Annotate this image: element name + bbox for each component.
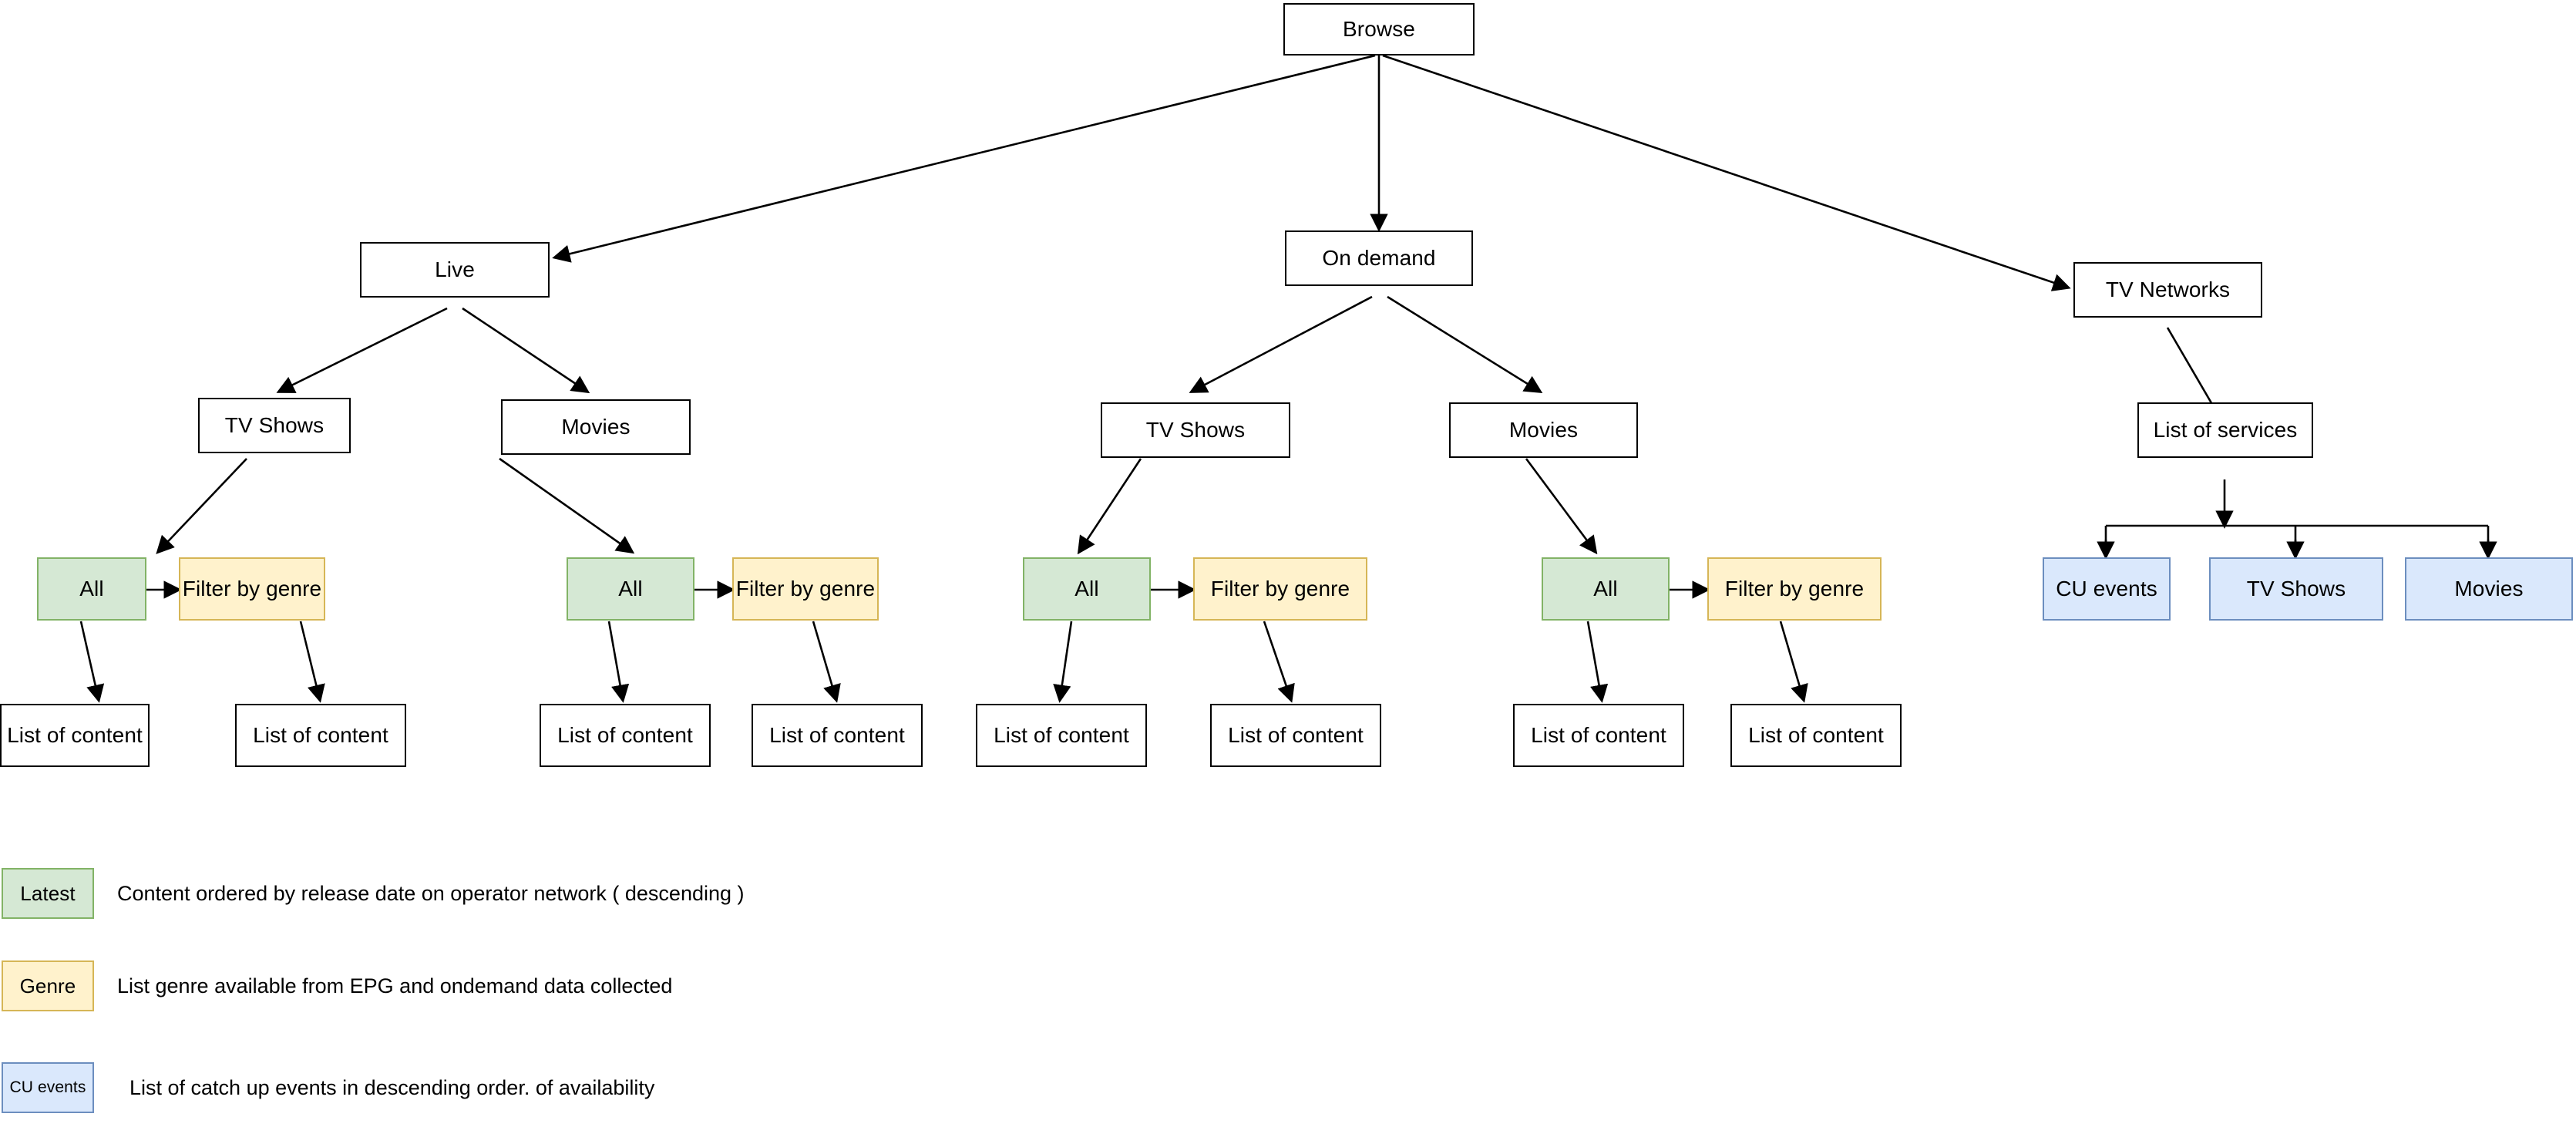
node-live[interactable]: Live	[360, 242, 550, 298]
node-on-demand-tv-shows[interactable]: TV Shows	[1101, 402, 1290, 458]
legend-swatch-latest: Latest	[2, 868, 94, 919]
legend-text-cu-events: List of catch up events in descending or…	[129, 1076, 655, 1099]
node-all-live-tv-shows[interactable]: All	[37, 557, 146, 621]
node-network-movies[interactable]: Movies	[2405, 557, 2573, 621]
node-list-of-services[interactable]: List of services	[2137, 402, 2313, 458]
node-live-tv-shows[interactable]: TV Shows	[198, 398, 351, 453]
node-all-on-demand-tv-shows[interactable]: All	[1023, 557, 1151, 621]
node-filter-by-genre-on-demand-movies[interactable]: Filter by genre	[1707, 557, 1882, 621]
legend-swatch-cu-events: CU events	[2, 1062, 94, 1113]
node-filter-by-genre-on-demand-tv-shows[interactable]: Filter by genre	[1193, 557, 1367, 621]
node-on-demand[interactable]: On demand	[1285, 230, 1473, 286]
node-list-of-content-1[interactable]: List of content	[0, 704, 150, 767]
legend-swatch-genre: Genre	[2, 960, 94, 1011]
node-filter-by-genre-live-tv-shows[interactable]: Filter by genre	[179, 557, 325, 621]
node-list-of-content-6[interactable]: List of content	[1210, 704, 1381, 767]
node-tv-networks[interactable]: TV Networks	[2073, 262, 2262, 318]
node-browse[interactable]: Browse	[1283, 3, 1475, 56]
node-list-of-content-8[interactable]: List of content	[1730, 704, 1902, 767]
node-list-of-content-3[interactable]: List of content	[540, 704, 711, 767]
node-live-movies[interactable]: Movies	[501, 399, 691, 455]
node-on-demand-movies[interactable]: Movies	[1449, 402, 1638, 458]
node-cu-events[interactable]: CU events	[2043, 557, 2171, 621]
node-list-of-content-2[interactable]: List of content	[235, 704, 406, 767]
node-list-of-content-4[interactable]: List of content	[752, 704, 923, 767]
legend-text-latest: Content ordered by release date on opera…	[117, 882, 745, 905]
node-list-of-content-7[interactable]: List of content	[1513, 704, 1684, 767]
node-list-of-content-5[interactable]: List of content	[976, 704, 1147, 767]
node-all-on-demand-movies[interactable]: All	[1542, 557, 1670, 621]
node-network-tv-shows[interactable]: TV Shows	[2209, 557, 2383, 621]
legend-text-genre: List genre available from EPG and ondema…	[117, 974, 673, 997]
node-filter-by-genre-live-movies[interactable]: Filter by genre	[732, 557, 879, 621]
node-all-live-movies[interactable]: All	[567, 557, 694, 621]
